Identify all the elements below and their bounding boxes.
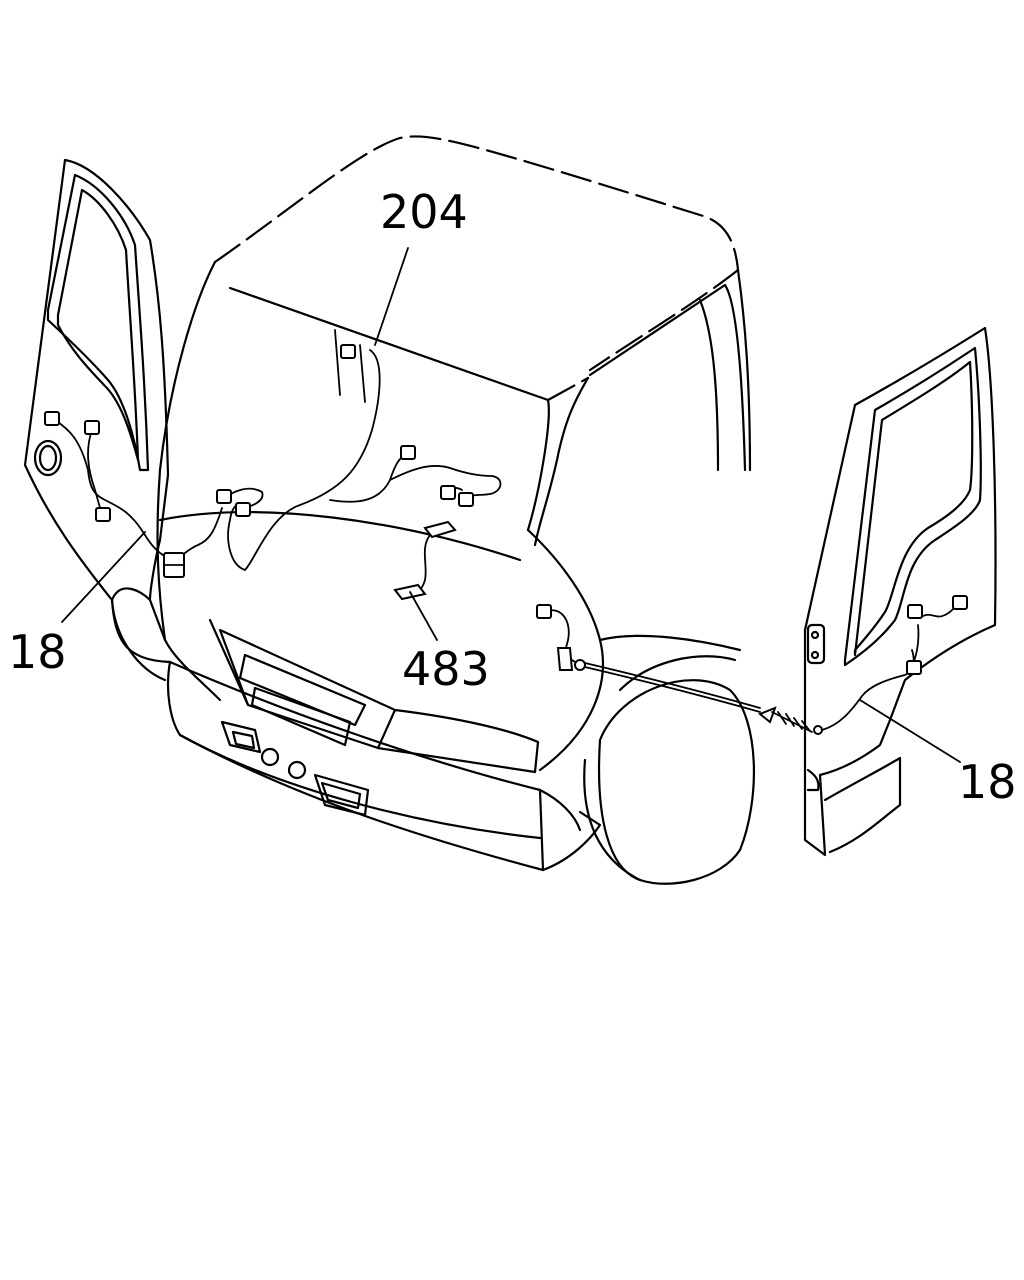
wiring-harness-204 xyxy=(216,344,502,571)
leader-18-left xyxy=(61,531,146,623)
front-bumper xyxy=(110,598,602,872)
leader-483 xyxy=(409,591,438,641)
callout-18-left: 18 xyxy=(8,625,67,679)
callout-204: 204 xyxy=(380,185,468,239)
leader-lines xyxy=(61,247,961,763)
left-door xyxy=(23,158,170,602)
front-grille xyxy=(208,618,540,774)
wiring-harness-18-right xyxy=(536,595,968,735)
leader-18-right xyxy=(859,699,961,763)
leader-204 xyxy=(374,247,409,346)
callout-483: 483 xyxy=(402,642,490,696)
right-door xyxy=(803,326,997,857)
cab-body xyxy=(110,135,756,885)
wiring-harness-18-left xyxy=(44,411,223,578)
callout-18-right: 18 xyxy=(958,755,1017,809)
